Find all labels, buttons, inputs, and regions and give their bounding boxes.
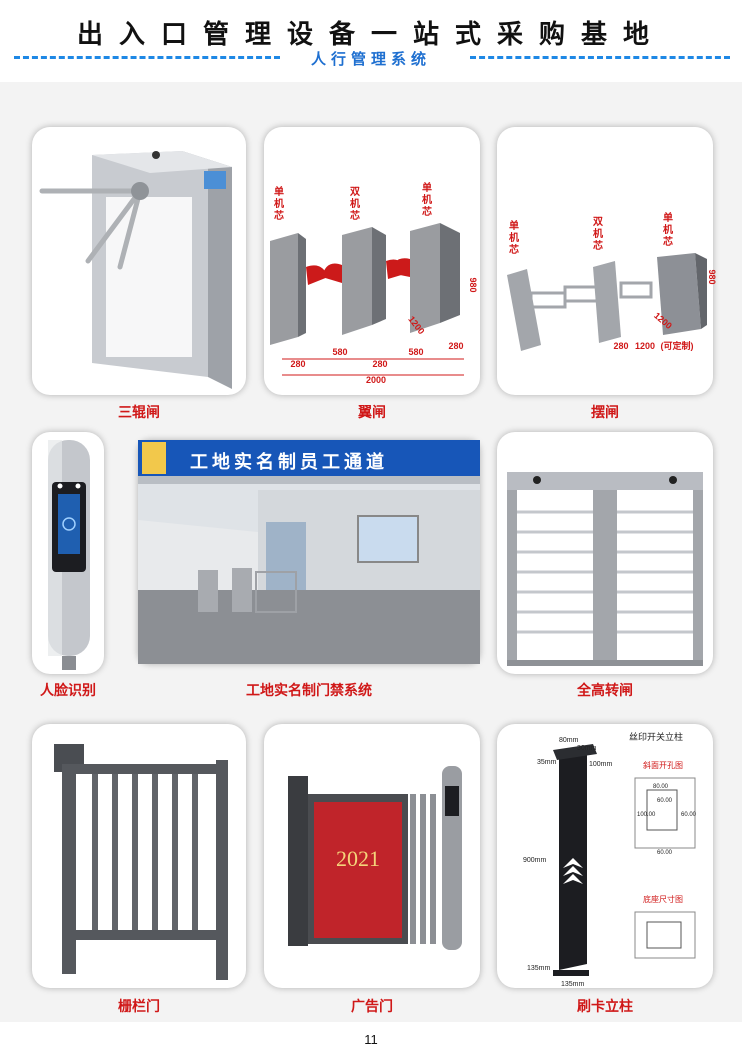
caption-fence-gate: 栅栏门 <box>118 999 160 1015</box>
wing-dim-depth: 1200 <box>406 314 426 336</box>
wing-dim-3: 280 <box>372 359 387 369</box>
post-dim-2: 30mm <box>577 745 597 752</box>
product-card-card-post[interactable]: 丝印开关立柱 斜面开孔图 底座尺寸图 80mm 30mm 35mm 100mm … <box>497 724 713 988</box>
ad-gate-year: 2021 <box>336 846 380 871</box>
fence-gate-image <box>54 744 228 980</box>
product-card-face-recognition[interactable] <box>32 432 104 674</box>
full-height-turnstile-image <box>507 472 703 666</box>
wing-dim-height: 980 <box>468 277 478 292</box>
caption-tripod-turnstile: 三辊闸 <box>118 405 160 421</box>
wing-dim-1: 280 <box>290 359 305 369</box>
page-title: 出入口管理设备一站式采购基地 <box>76 20 665 50</box>
page-number: 11 <box>364 1032 378 1047</box>
wing-dim-4: 580 <box>408 347 423 357</box>
page-subtitle: 人行管理系统 <box>310 50 431 68</box>
caption-card-post: 刷卡立柱 <box>577 999 633 1015</box>
card-post-image <box>553 744 696 976</box>
product-card-fence-gate[interactable] <box>32 724 246 988</box>
caption-swing-gate: 摆闸 <box>591 405 619 421</box>
wing-label-3: 单机芯 <box>422 183 432 218</box>
product-card-wing-gate[interactable]: 单机芯 双机芯 单机芯 280 580 280 580 280 2000 120… <box>264 127 480 395</box>
post-dim-1: 80mm <box>559 737 579 744</box>
swing-dim-4: 1200 <box>652 310 674 331</box>
swing-label-2: 双机芯 <box>593 217 603 252</box>
swing-dim-3: (可定制) <box>661 340 694 351</box>
post-dim-5: 900mm <box>523 857 547 864</box>
caption-wing-gate: 翼闸 <box>358 405 386 421</box>
face-recognition-image <box>48 440 90 670</box>
ad-gate-image <box>288 766 462 950</box>
caption-full-height-turnstile: 全高转闸 <box>577 683 633 699</box>
card-post-sub1: 斜面开孔图 <box>643 761 683 770</box>
post-dim-4: 100mm <box>589 761 613 768</box>
product-card-tripod-turnstile[interactable] <box>32 127 246 395</box>
wing-label-1: 单机芯 <box>274 187 284 222</box>
post-dim-11: 60.00 <box>681 812 697 818</box>
post-dim-3: 35mm <box>537 759 557 766</box>
card-post-sub2: 底座尺寸图 <box>643 895 683 904</box>
card-post-heading: 丝印开关立柱 <box>629 733 684 743</box>
caption-site-channel: 工地实名制门禁系统 <box>246 683 372 699</box>
post-dim-8: 80.00 <box>653 784 669 790</box>
header-rule-left <box>14 56 280 59</box>
swing-gate-image <box>507 253 707 351</box>
swing-dim-5: 980 <box>707 269 717 284</box>
product-card-swing-gate[interactable]: 单机芯 双机芯 单机芯 280 1200 (可定制) 1200 980 <box>497 127 717 395</box>
wing-dim-2: 580 <box>332 347 347 357</box>
post-dim-9: 60.00 <box>657 798 673 804</box>
post-dim-10: 100.00 <box>637 812 656 818</box>
product-card-full-height-turnstile[interactable] <box>497 432 713 674</box>
wing-gate-image <box>270 223 464 376</box>
wing-dim-5: 280 <box>448 341 463 351</box>
tripod-turnstile-image <box>39 151 232 389</box>
caption-ad-gate: 广告门 <box>351 999 393 1015</box>
post-dim-12: 60.00 <box>657 850 673 856</box>
swing-label-1: 单机芯 <box>509 221 519 256</box>
product-card-ad-gate[interactable]: 2021 <box>264 724 480 988</box>
product-card-site-channel[interactable]: 工地实名制员工通道 <box>138 440 480 664</box>
post-dim-7: 135mm <box>561 981 585 988</box>
wing-dim-total: 2000 <box>366 375 386 385</box>
wing-label-2: 双机芯 <box>350 187 360 222</box>
caption-face-recognition: 人脸识别 <box>40 683 96 699</box>
site-channel-image <box>138 440 480 664</box>
swing-dim-1: 280 <box>613 341 628 351</box>
header-rule-right <box>470 56 730 59</box>
site-channel-sign: 工地实名制员工通道 <box>190 452 388 473</box>
swing-dim-2: 1200 <box>635 341 655 351</box>
swing-label-3: 单机芯 <box>663 213 673 248</box>
post-dim-6: 135mm <box>527 965 551 972</box>
